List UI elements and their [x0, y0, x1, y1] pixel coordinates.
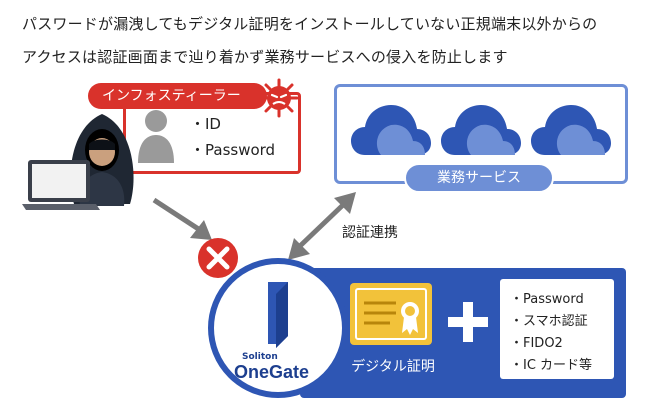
certificate-icon — [355, 288, 427, 340]
cloud-icon — [531, 105, 611, 155]
auth-methods-box: ・Password ・スマホ認証 ・FIDO2 ・IC カード等 — [500, 279, 614, 379]
brand-onegate: OneGate — [234, 362, 310, 382]
federation-label: 認証連携 — [342, 225, 398, 241]
auth-method-item: ・FIDO2 — [510, 336, 563, 351]
infostealer-label: インフォスティーラー — [88, 83, 267, 109]
blocked-icon — [198, 238, 238, 278]
headline-line-2: アクセスは認証画面まで辿り着かず業務サービスへの侵入を防止します — [22, 48, 508, 66]
cloud-icon — [351, 105, 431, 155]
digital-certificate-card — [350, 283, 432, 345]
laptop-icon — [22, 160, 100, 210]
auth-method-item: ・Password — [510, 292, 584, 307]
auth-method-item: ・スマホ認証 — [510, 314, 588, 329]
virus-icon — [259, 78, 299, 118]
certificate-label: デジタル証明 — [351, 359, 435, 375]
attack-arrow-icon — [152, 197, 212, 240]
credential-id: ・ID — [190, 115, 221, 133]
auth-method-item: ・IC カード等 — [510, 358, 593, 373]
plus-icon — [446, 300, 490, 344]
business-services-label: 業務サービス — [404, 163, 554, 193]
brand-soliton: Soliton — [242, 352, 278, 362]
cloud-icon — [441, 105, 521, 155]
onegate-logo-circle: Soliton OneGate — [208, 258, 348, 398]
credential-password: ・Password — [190, 141, 276, 159]
onegate-logo-icon — [268, 282, 288, 348]
federation-arrow-icon — [288, 192, 356, 260]
user-silhouette-icon — [138, 110, 174, 163]
headline-line-1: パスワードが漏洩してもデジタル証明をインストールしていない正規端末以外からの — [22, 15, 598, 33]
